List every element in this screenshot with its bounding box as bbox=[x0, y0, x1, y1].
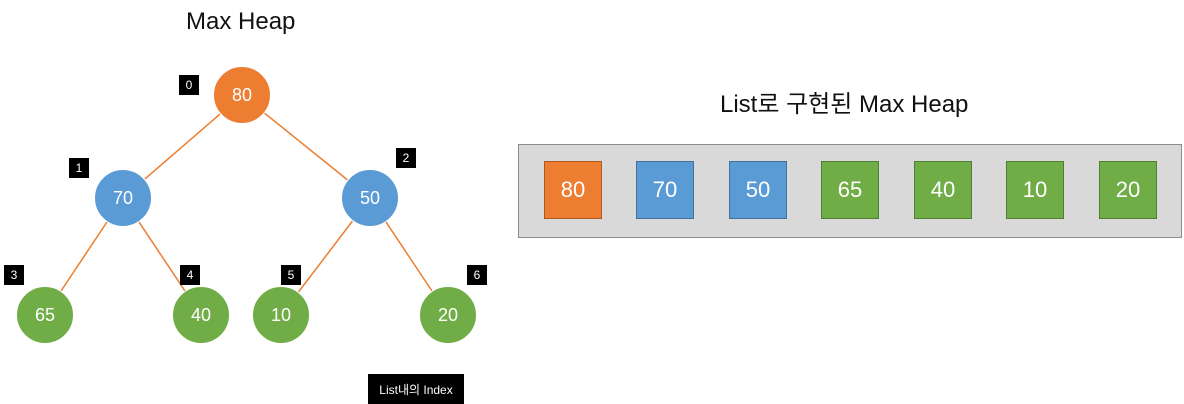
tree-node-2: 50 bbox=[341, 169, 399, 227]
tree-node-3: 65 bbox=[16, 286, 74, 344]
index-badge-0: 0 bbox=[179, 75, 199, 95]
tree-node-1: 70 bbox=[94, 169, 152, 227]
list-cell-5: 10 bbox=[1006, 161, 1064, 219]
list-title: List로 구현된 Max Heap bbox=[720, 91, 969, 118]
index-badge-3: 3 bbox=[4, 265, 24, 285]
index-badge-2: 2 bbox=[396, 148, 416, 168]
list-cell-0: 80 bbox=[544, 161, 602, 219]
list-cell-6: 20 bbox=[1099, 161, 1157, 219]
index-badge-6: 6 bbox=[467, 265, 487, 285]
tree-node-6: 20 bbox=[419, 286, 477, 344]
tree-node-4: 40 bbox=[172, 286, 230, 344]
list-cell-2: 50 bbox=[729, 161, 787, 219]
list-cell-3: 65 bbox=[821, 161, 879, 219]
tree-node-5: 10 bbox=[252, 286, 310, 344]
index-badge-4: 4 bbox=[180, 265, 200, 285]
tree-node-0: 80 bbox=[213, 66, 271, 124]
index-badge-1: 1 bbox=[69, 158, 89, 178]
list-cell-1: 70 bbox=[636, 161, 694, 219]
index-badge-5: 5 bbox=[281, 265, 301, 285]
list-cell-4: 40 bbox=[914, 161, 972, 219]
heap-title: Max Heap bbox=[186, 8, 296, 35]
index-legend: List내의 Index bbox=[368, 374, 464, 404]
